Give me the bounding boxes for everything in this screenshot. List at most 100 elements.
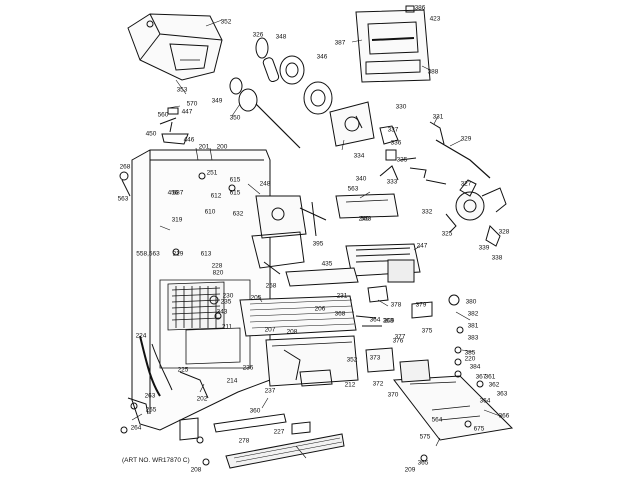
part-number-85: 225 [177, 366, 189, 374]
part-number-74: 209 [383, 317, 395, 325]
part-number-58: 364 [369, 316, 381, 324]
part-number-77: 339 [478, 244, 490, 252]
part-number-11: 560 [157, 111, 169, 119]
part-number-37: 563 [117, 195, 129, 203]
tubing [127, 335, 209, 415]
part-number-90: 202 [196, 395, 208, 403]
part-number-6: 386 [414, 4, 426, 12]
part-number-71: 211 [221, 323, 233, 331]
part-number-52: 231 [336, 292, 348, 300]
part-number-80: 325 [441, 230, 453, 238]
part-number-47: 228 [211, 262, 223, 270]
part-number-109: 352 [346, 356, 358, 364]
part-number-64: 383 [467, 334, 479, 342]
part-number-63: 381 [467, 322, 479, 330]
part-number-28: 251 [206, 169, 218, 177]
part-number-9: 570 [186, 100, 198, 108]
part-number-98: 364 [479, 397, 491, 405]
part-number-91: 373 [369, 354, 381, 362]
part-number-39: 563 [360, 215, 372, 223]
part-number-34: 612 [210, 192, 222, 200]
part-number-10: 447 [181, 108, 193, 116]
part-number-32: 248 [259, 180, 271, 188]
part-number-57: 368 [334, 310, 346, 318]
part-number-24: 333 [386, 178, 398, 186]
part-number-87: 263 [144, 392, 156, 400]
part-number-40: 456 [167, 189, 179, 197]
part-number-107: 363 [382, 317, 394, 325]
part-number-43: 395 [312, 240, 324, 248]
part-number-55: 205 [250, 294, 262, 302]
part-number-27: 268 [119, 163, 131, 171]
part-number-2: 326 [252, 31, 264, 39]
rail-and-grille [179, 413, 345, 469]
shelf-lower [265, 335, 359, 387]
part-number-53: 230 [222, 292, 234, 300]
part-number-41: 319 [171, 216, 183, 224]
part-number-46: 558,563 [136, 250, 160, 258]
part-number-105: 575 [419, 433, 431, 441]
part-number-33: 615 [229, 189, 241, 197]
part-number-5: 387 [334, 39, 346, 47]
part-number-65: 375 [421, 327, 433, 335]
part-number-45: 240 [358, 215, 370, 223]
part-number-15: 446 [183, 136, 195, 144]
part-number-44: 563 [347, 185, 359, 193]
part-number-30: 200 [216, 143, 228, 151]
part-number-88: 265 [145, 406, 157, 414]
part-number-104: 564 [431, 416, 443, 424]
misc-fasteners [119, 171, 484, 466]
part-number-92: 372 [372, 380, 384, 388]
part-number-81: 236 [242, 364, 254, 372]
part-number-94: 367 [475, 373, 487, 381]
part-number-8: 388 [427, 68, 439, 76]
part-number-0: 352 [220, 18, 232, 26]
part-number-60: 379 [415, 301, 427, 309]
part-number-42: 613 [200, 250, 212, 258]
part-number-69: 385 [464, 349, 476, 357]
wire-shelf-upper [239, 267, 359, 337]
part-number-72: 207 [264, 326, 276, 334]
part-number-21: 329 [460, 135, 472, 143]
part-number-3: 348 [275, 33, 287, 41]
part-number-19: 337 [387, 126, 399, 134]
part-number-110: 209 [404, 466, 416, 474]
part-number-82: 237 [264, 387, 276, 395]
part-number-20: 334 [353, 152, 365, 160]
part-number-38: 687 [172, 189, 184, 197]
part-number-103: 278 [238, 437, 250, 445]
part-number-66: 376 [392, 337, 404, 345]
drain-pan [393, 359, 514, 441]
dispenser-door [355, 5, 431, 83]
part-number-4: 346 [316, 53, 328, 61]
part-number-1: 353 [176, 86, 188, 94]
art-number-note: (ART NO. WR17870 C) [122, 457, 190, 464]
part-number-50: 435 [321, 260, 333, 268]
part-number-89: 264 [130, 424, 142, 432]
part-number-62: 382 [467, 310, 479, 318]
ice-bucket [127, 13, 223, 81]
part-number-100: 366 [498, 412, 510, 420]
part-number-48: 820 [212, 269, 224, 277]
part-number-51: 258 [265, 282, 277, 290]
part-number-101: 360 [249, 407, 261, 415]
part-number-12: 349 [211, 97, 223, 105]
ice-maker-mold [251, 193, 399, 275]
part-number-54: 235 [220, 298, 232, 306]
auger-parts [229, 37, 333, 149]
part-number-36: 632 [232, 210, 244, 218]
part-number-73: 208 [286, 328, 298, 336]
part-number-108: 208 [190, 466, 202, 474]
part-number-75: 224 [135, 332, 147, 340]
part-number-61: 380 [465, 298, 477, 306]
part-number-93: 370 [387, 391, 399, 399]
part-number-14: 450 [145, 130, 157, 138]
part-number-26: 327 [460, 180, 472, 188]
small-bins [355, 285, 433, 373]
part-number-16: 330 [395, 103, 407, 111]
part-number-35: 610 [204, 208, 216, 216]
part-number-68: 384 [469, 363, 481, 371]
part-number-22: 335 [396, 156, 408, 164]
